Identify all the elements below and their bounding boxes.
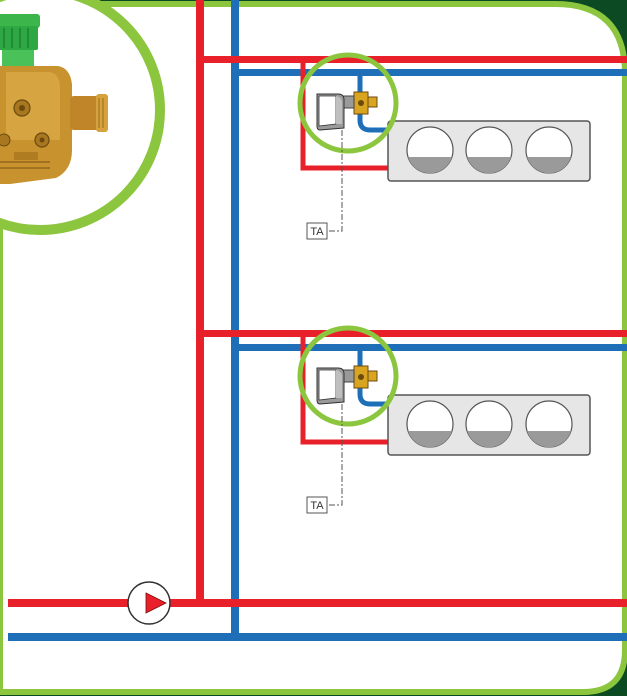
product-inset <box>0 0 165 235</box>
supply-main-pipe <box>8 599 627 607</box>
fan-icon <box>465 126 513 174</box>
return-branch-pipe <box>235 344 627 351</box>
return-unit-connection <box>357 351 390 407</box>
sensor-tag-box <box>306 496 328 514</box>
fan-icon <box>406 400 454 448</box>
supply-branch-pipe <box>200 56 627 63</box>
sensor-line <box>327 404 343 506</box>
supply-riser-pipe <box>196 0 204 606</box>
control-valve-icon <box>341 365 378 389</box>
actuator-icon <box>316 93 345 131</box>
fan-coil-unit <box>387 120 591 182</box>
return-unit-connection <box>357 76 390 133</box>
fan-icon <box>525 400 573 448</box>
fan-icon <box>406 126 454 174</box>
fan-icon <box>465 400 513 448</box>
actuator-icon <box>316 367 345 405</box>
sensor-tag-label: TA <box>310 226 324 238</box>
highlight-circle <box>297 325 399 427</box>
highlight-circle <box>297 52 399 154</box>
fan-icon <box>525 126 573 174</box>
supply-unit-connection <box>300 337 390 445</box>
circulator-pump-icon <box>127 581 171 625</box>
circuit-lower: TA <box>200 325 627 514</box>
circuit-upper: TA <box>200 52 627 240</box>
supply-unit-connection <box>300 63 390 171</box>
fan-coil-unit <box>387 394 591 456</box>
control-valve-icon <box>341 91 378 115</box>
sensor-tag-label: TA <box>310 500 324 512</box>
supply-branch-pipe <box>200 330 627 337</box>
return-branch-pipe <box>235 69 627 76</box>
sensor-tag-box <box>306 222 328 240</box>
return-main-pipe <box>8 633 627 641</box>
return-riser-pipe <box>231 0 239 640</box>
sensor-line <box>327 130 343 232</box>
balancing-valve-photo <box>0 14 108 184</box>
